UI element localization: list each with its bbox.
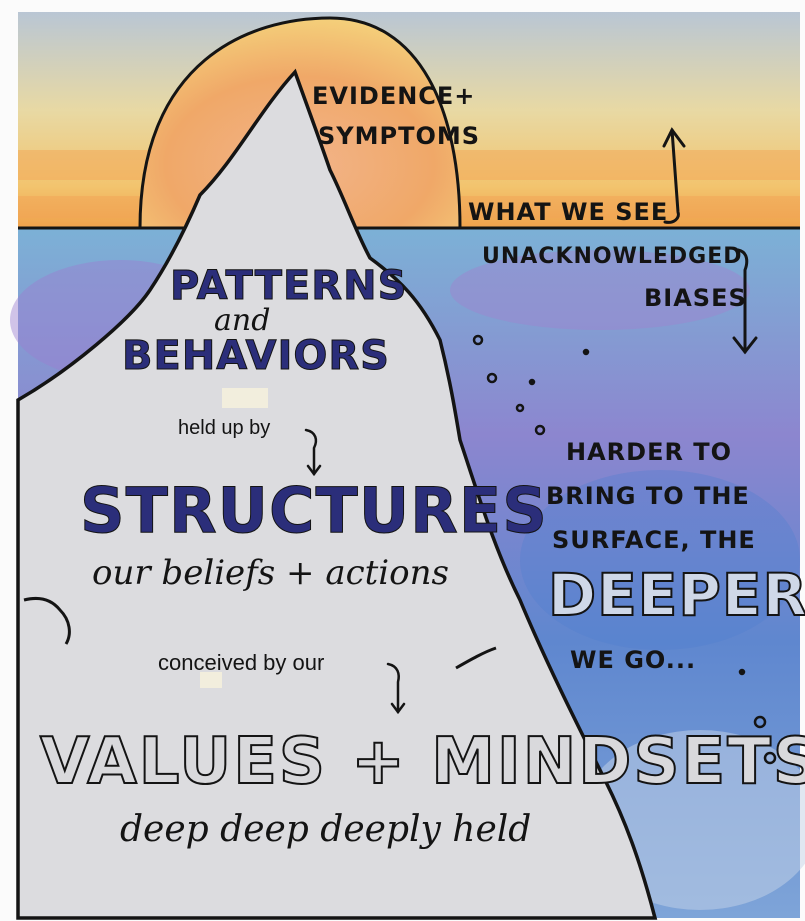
deeper-label: DEEPER xyxy=(547,561,805,629)
conceived-arrow-icon xyxy=(386,662,406,715)
and-label: and xyxy=(214,303,271,338)
unacknowledged-label: UNACKNOWLEDGED xyxy=(482,244,743,269)
bubbles xyxy=(472,334,777,765)
patterns-label: PATTERNS xyxy=(169,263,408,309)
symptoms-label: SYMPTOMS xyxy=(318,122,481,150)
what-we-see-label: WHAT WE SEE xyxy=(468,198,669,226)
held-up-by-label: held up by xyxy=(178,417,271,439)
evidence-label: EVIDENCE+ xyxy=(312,82,476,110)
values-mindsets-label: VALUES + MINDSETS xyxy=(39,725,805,799)
surface-the-label: SURFACE, THE xyxy=(552,526,756,554)
beliefs-actions-label: our beliefs + actions xyxy=(92,553,449,593)
deeply-held-label: deep deep deeply held xyxy=(120,809,532,850)
structures-label: STRUCTURES xyxy=(80,474,548,547)
conceived-by-label: conceived by our xyxy=(158,650,325,675)
we-go-label: WE GO... xyxy=(570,646,697,674)
harder-to-label: HARDER TO xyxy=(566,438,733,466)
down-arrow-icon xyxy=(732,248,758,355)
held-up-arrow-icon xyxy=(304,428,322,477)
up-arrow-icon xyxy=(662,127,686,224)
iceberg xyxy=(16,68,658,920)
bring-to-the-label: BRING TO THE xyxy=(546,482,750,510)
biases-label: BIASES xyxy=(644,284,747,312)
behaviors-label: BEHAVIORS xyxy=(122,333,390,379)
